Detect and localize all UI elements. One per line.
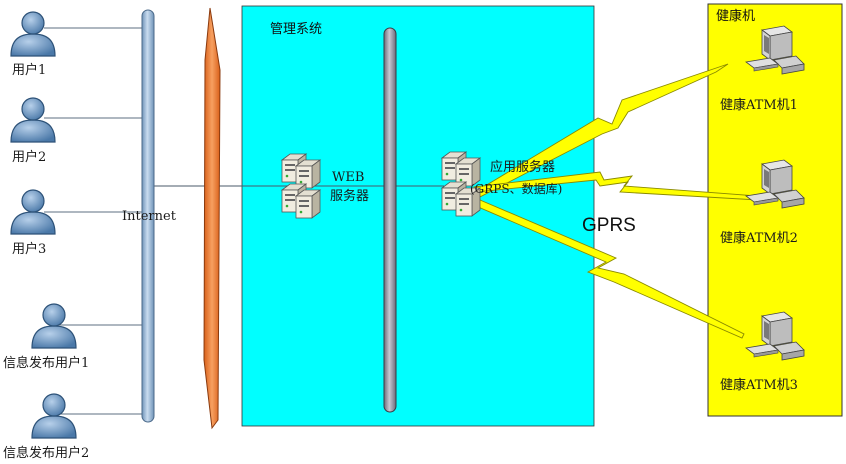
user-2-icon (10, 97, 56, 143)
publisher-2: 信息发布用户2 (3, 393, 89, 461)
user-1-label: 用户1 (12, 62, 46, 78)
app-server: 应用服务器 (GRPS、数据库) (441, 151, 562, 217)
publisher-2-icon (31, 393, 77, 439)
gprs-links (461, 63, 759, 339)
app-server-label-1: 应用服务器 (490, 159, 555, 175)
firewall (203, 7, 221, 430)
health-atm-2-label: 健康ATM机2 (720, 230, 798, 246)
publisher-1-label: 信息发布用户1 (3, 355, 89, 371)
gprs-label: GPRS (582, 215, 636, 236)
user-links (44, 27, 142, 415)
web-server-label-1: WEB (332, 170, 364, 185)
user-1-icon (10, 11, 56, 57)
user-2-label: 用户2 (12, 149, 46, 165)
user-3-label: 用户3 (12, 241, 46, 257)
publisher-1: 信息发布用户1 (3, 303, 89, 371)
management-system-title: 管理系统 (270, 22, 322, 37)
publisher-1-icon (31, 303, 77, 349)
management-lan (383, 27, 397, 413)
publisher-2-label: 信息发布用户2 (3, 445, 89, 461)
user-3: 用户3 (10, 189, 56, 257)
health-atm-1-label: 健康ATM机1 (720, 97, 798, 113)
user-1: 用户1 (10, 11, 56, 78)
gprs-link-3 (461, 193, 745, 339)
web-server: WEB 服务器 (281, 153, 369, 219)
health-machine-title: 健康机 (716, 8, 755, 24)
management-system-area (241, 5, 595, 427)
internet-label: Internet (122, 209, 177, 224)
health-atm-2: 健康ATM机2 (720, 159, 805, 246)
app-server-label-2: (GRPS、数据库) (470, 181, 562, 196)
user-2: 用户2 (10, 97, 56, 165)
health-atm-1: 健康ATM机1 (720, 25, 805, 113)
web-server-label-2: 服务器 (330, 188, 369, 204)
web-server-icon (281, 153, 321, 219)
gprs-link-1 (469, 63, 729, 201)
health-atm-3: 健康ATM机3 (720, 311, 805, 393)
internet-backbone (141, 9, 155, 423)
health-atm-3-label: 健康ATM机3 (720, 377, 798, 393)
